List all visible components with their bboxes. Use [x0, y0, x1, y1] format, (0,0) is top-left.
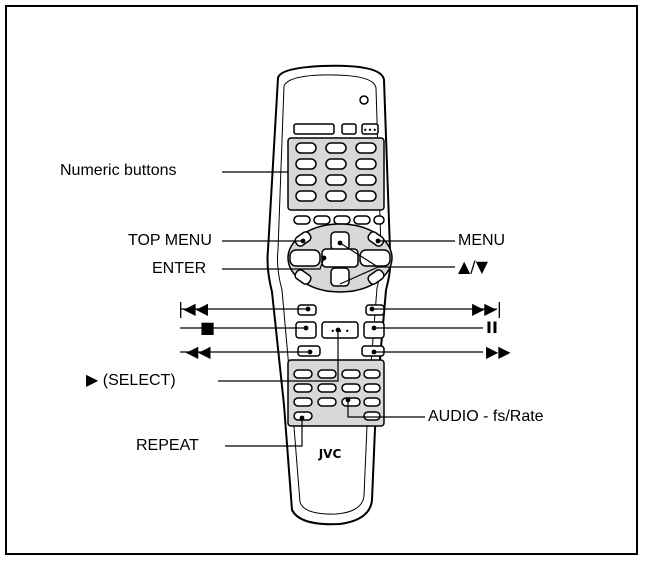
next-key — [365, 304, 385, 316]
leader-dots — [299, 238, 381, 421]
label-menu: MENU — [458, 232, 506, 249]
label-numeric-buttons: Numeric buttons — [60, 162, 177, 179]
label-stop: ■ — [200, 318, 216, 337]
label-fast-forward: ▶▶ — [486, 342, 511, 361]
top-dots-button — [361, 123, 379, 135]
label-top-menu: TOP MENU — [128, 232, 212, 249]
top-small-button — [341, 123, 357, 135]
svg-text:• • •: • • • — [330, 327, 349, 336]
svg-text:•••: ••• — [363, 126, 377, 135]
label-audio: AUDIO - fs/Rate — [428, 408, 544, 425]
figure-frame — [5, 5, 638, 555]
label-rewind: ◀◀ — [186, 342, 211, 361]
label-select: ▶ (SELECT) — [86, 372, 176, 389]
leader-lines — [180, 171, 497, 447]
label-next: ▶▶| — [472, 299, 502, 318]
numeric-keys — [295, 142, 377, 202]
menu-key — [367, 231, 385, 247]
right-key — [359, 249, 391, 267]
lower-keys — [293, 369, 381, 421]
label-repeat: REPEAT — [136, 437, 199, 454]
brand-logo: JVC — [318, 447, 342, 461]
remote-inner-outline — [277, 74, 382, 515]
label-up-down: ▲/▼ — [458, 257, 488, 276]
down-key — [330, 267, 350, 287]
label-prev: |◀◀ — [178, 299, 208, 318]
label-enter: ENTER — [152, 260, 207, 277]
left-key — [289, 249, 321, 267]
label-pause: II — [486, 318, 498, 337]
top-bar-button — [293, 123, 335, 135]
up-down-bracket — [339, 242, 380, 285]
small-button-row — [293, 215, 385, 225]
nav-cluster — [287, 223, 393, 293]
enter-key — [321, 248, 359, 268]
indicator-icon — [359, 95, 369, 105]
